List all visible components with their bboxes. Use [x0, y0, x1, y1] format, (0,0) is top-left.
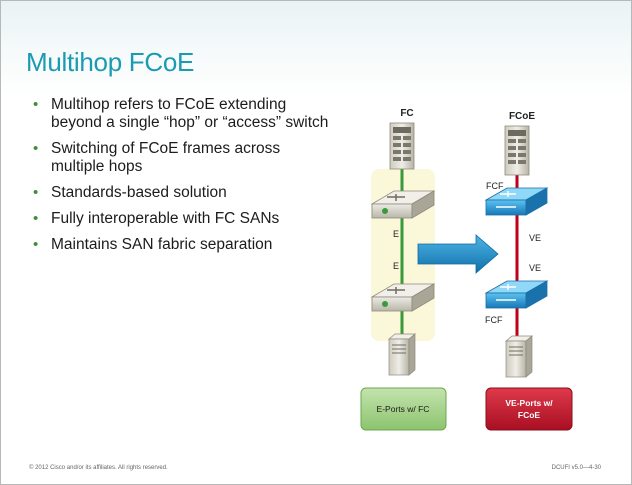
storage-array-icon	[504, 125, 530, 176]
fcf-switch-icon	[484, 280, 549, 309]
bullet-list: Multihop refers to FCoE extending beyond…	[33, 96, 333, 262]
bullet-item: Standards-based solution	[33, 184, 333, 202]
ve-link-label: VE	[529, 263, 541, 273]
e-port-label: E	[393, 229, 399, 239]
server-icon	[388, 333, 416, 376]
e-port-label: E	[393, 261, 399, 271]
ve-link-label: VE	[529, 233, 541, 243]
e-ports-box	[360, 387, 447, 431]
copyright-footer: © 2012 Cisco and/or its affiliates. All …	[29, 465, 168, 471]
server-icon	[505, 335, 533, 378]
fc-switch-icon	[370, 190, 436, 219]
fc-column-label: FC	[400, 108, 413, 119]
fc-switch-icon	[370, 283, 436, 312]
right-arrow-icon	[417, 234, 499, 274]
bullet-item: Multihop refers to FCoE extending beyond…	[33, 96, 333, 132]
bullet-item: Maintains SAN fabric separation	[33, 236, 333, 254]
fcoe-column-label: FCoE	[509, 111, 535, 122]
bullet-item: Fully interoperable with FC SANs	[33, 210, 333, 228]
fcf-switch-icon	[484, 187, 549, 216]
storage-array-icon	[389, 122, 415, 170]
e-ports-box-label: E-Ports w/ FC	[377, 404, 430, 414]
bullet-item: Switching of FCoE frames across multiple…	[33, 140, 333, 176]
ve-ports-box-label: FCoE	[518, 410, 541, 420]
ve-ports-box	[485, 387, 573, 431]
course-footer: DCUFI v5.0—4-30	[551, 465, 601, 471]
ve-ports-box-label: VE-Ports w/	[505, 398, 553, 408]
fcf-label: FCF	[485, 315, 503, 325]
slide-title: Multihop FCoE	[26, 47, 195, 77]
fcf-label: FCF	[486, 181, 504, 191]
